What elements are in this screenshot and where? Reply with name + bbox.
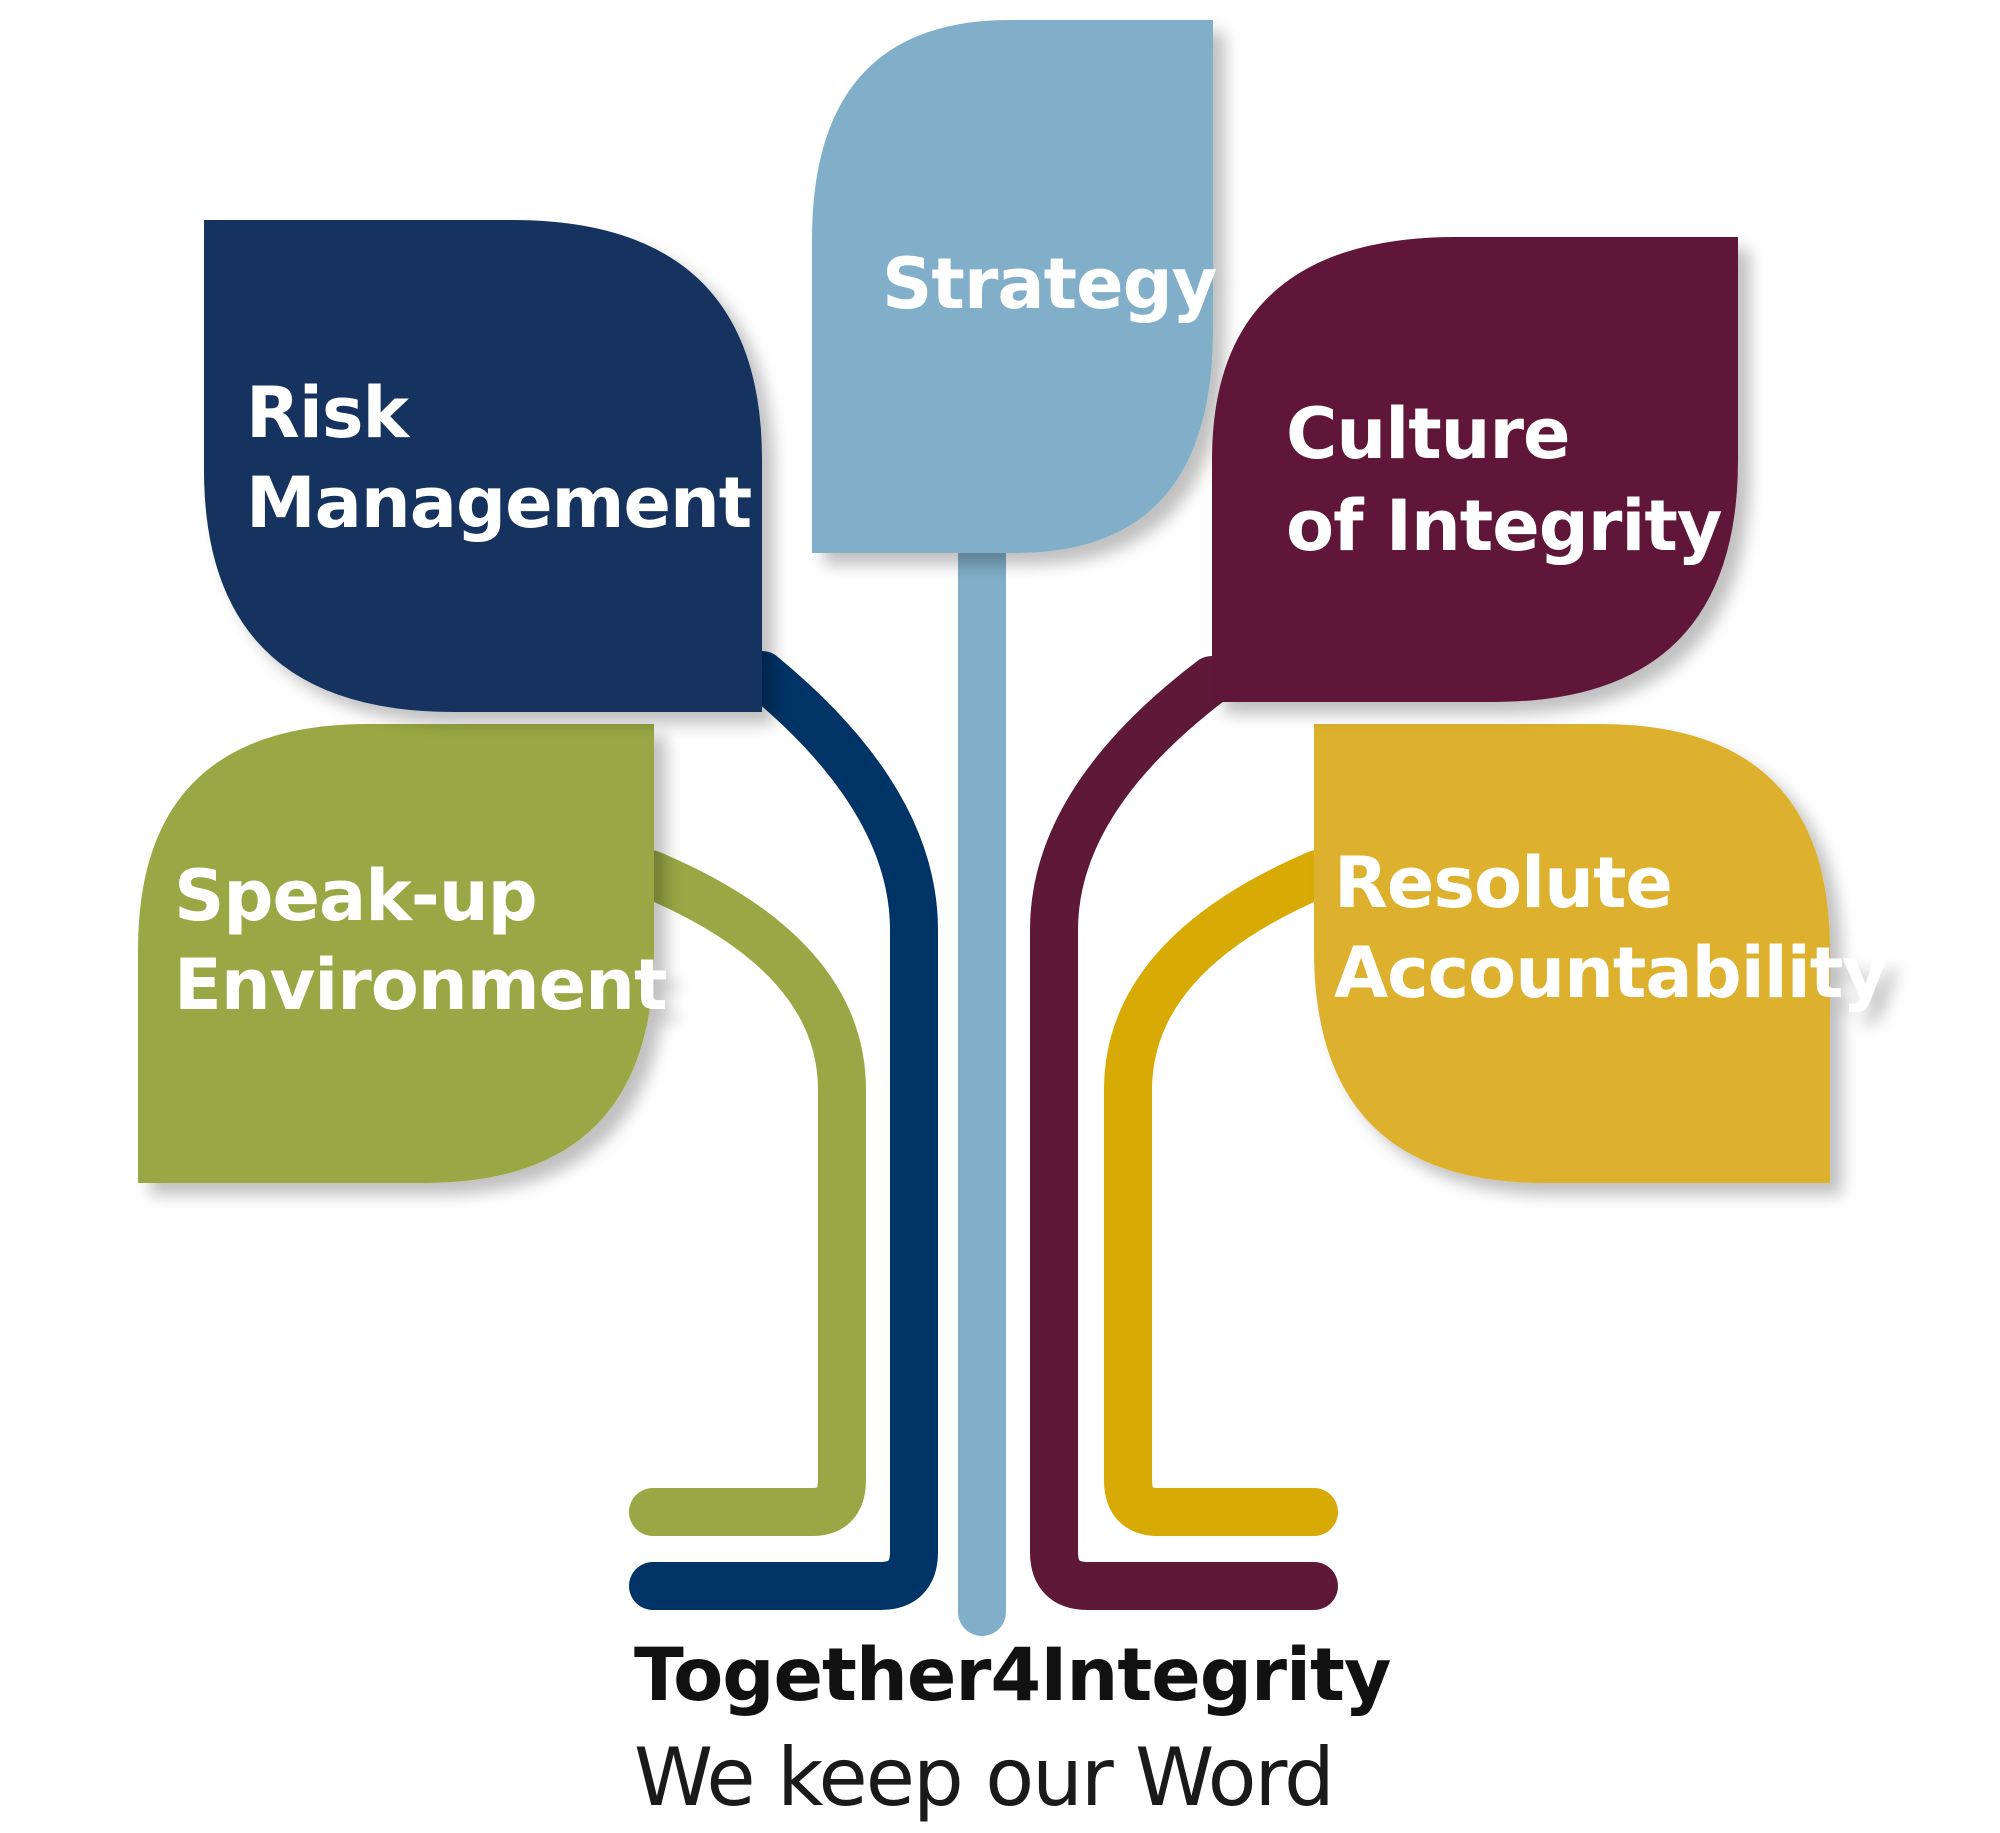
leaf-resolute-accountability: Resolute Accountability	[1314, 724, 1888, 1183]
leaf-culture-of-integrity: Culture of Integrity	[1212, 237, 1738, 702]
brand-tagline: We keep our Word	[634, 1731, 1333, 1824]
leaf-speak-up-label: Speak-up Environment	[174, 855, 666, 1026]
leaf-culture-label: Culture of Integrity	[1286, 393, 1722, 567]
leaf-strategy-shape	[812, 20, 1213, 553]
leaf-risk-management: Risk Management	[204, 220, 762, 712]
stem-gold	[1104, 850, 1342, 1536]
leaf-speak-up-environment: Speak-up Environment	[138, 724, 667, 1183]
leaf-resolute-label: Resolute Accountability	[1334, 842, 1887, 1014]
leaf-risk-label: Risk Management	[246, 372, 751, 544]
stem-olive	[626, 850, 866, 1536]
leaf-speak-up-shape	[138, 724, 654, 1183]
leaf-risk-shape	[204, 220, 762, 712]
leaf-strategy: Strategy	[812, 20, 1218, 553]
leaf-culture-shape	[1212, 237, 1738, 702]
leaf-resolute-shape	[1314, 724, 1830, 1183]
leaf-strategy-label: Strategy	[882, 243, 1217, 325]
stem-navy	[629, 651, 938, 1610]
stem-maroon	[1030, 656, 1338, 1610]
brand-title: Together4Integrity	[634, 1633, 1391, 1718]
stems	[626, 528, 1342, 1636]
